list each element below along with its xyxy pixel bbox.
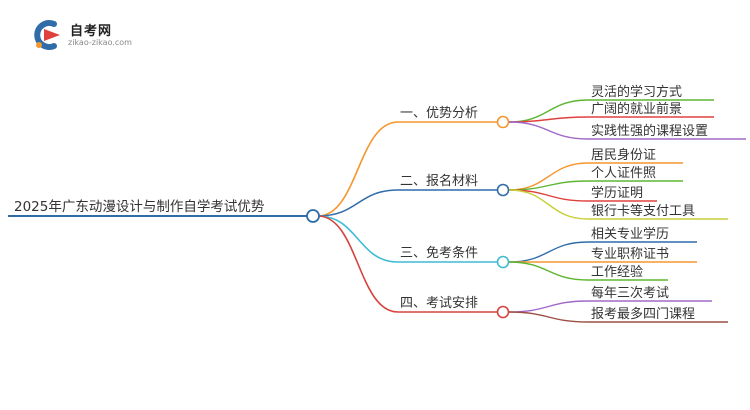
leaf-link [508, 261, 589, 281]
branch-label-4: 四、考试安排 [400, 296, 478, 311]
branch-toggle-4[interactable] [496, 305, 510, 319]
leaf-link [508, 116, 589, 123]
branch-toggle-3[interactable] [496, 255, 510, 269]
logo-mark-icon [34, 20, 60, 50]
leaf-label: 个人证件照 [591, 166, 656, 181]
leaf-label: 相关专业学历 [591, 226, 669, 242]
leaf-link [508, 189, 589, 220]
root-topic: 2025年广东动漫设计与制作自学考试优势 [14, 199, 264, 215]
leaf-label: 银行卡等支付工具 [591, 203, 695, 219]
site-logo[interactable]: 自考网 zikao-zikao.com [30, 18, 150, 52]
branch-label-2: 二、报名材料 [400, 173, 478, 189]
leaf-label: 专业职称证书 [591, 247, 669, 262]
leaf-link [508, 241, 589, 263]
branch-toggle-1[interactable] [496, 115, 510, 129]
branch-link-2 [317, 189, 399, 217]
branch-link-3 [317, 215, 399, 263]
leaf-label: 报考最多四门课程 [591, 306, 695, 322]
root-toggle[interactable] [306, 209, 320, 223]
branch-link-4 [317, 215, 399, 313]
leaf-link [508, 300, 589, 313]
branch-label-3: 三、免考条件 [400, 245, 478, 261]
branch-link-1 [317, 121, 399, 217]
logo-url: zikao-zikao.com [68, 38, 132, 47]
leaf-label: 灵活的学习方式 [591, 84, 682, 100]
leaf-label: 学历证明 [591, 185, 643, 201]
leaf-link [508, 311, 589, 323]
leaf-link [508, 121, 589, 140]
branch-toggle-2[interactable] [496, 183, 510, 197]
logo-name: 自考网 [70, 24, 113, 39]
leaf-link [508, 99, 589, 123]
mind-map-links [8, 99, 746, 323]
leaf-label: 工作经验 [591, 264, 643, 280]
leaf-label: 广阔的就业前景 [591, 101, 682, 117]
leaf-label: 实践性强的课程设置 [591, 123, 708, 139]
branch-label-1: 一、优势分析 [400, 105, 478, 121]
mind-map-nodes: 2025年广东动漫设计与制作自学考试优势 一、优势分析 灵活的学习方式广阔的就业前景… [14, 84, 708, 322]
leaf-label: 每年三次考试 [591, 285, 669, 301]
leaf-label: 居民身份证 [591, 147, 656, 163]
